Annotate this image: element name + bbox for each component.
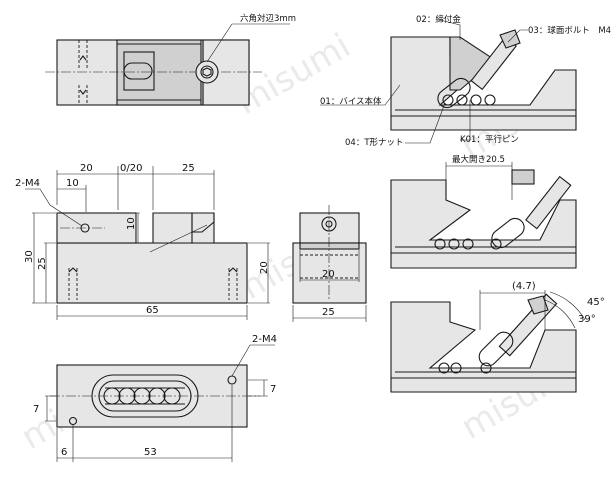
dim-25: 25 <box>182 163 195 174</box>
top-view <box>45 39 262 106</box>
bottom-dim-7-right: 7 <box>270 384 276 395</box>
part-04-label: 04：T形ナット <box>345 138 404 148</box>
bottom-dim-53: 53 <box>144 447 157 458</box>
dim-4-7: (4.7) <box>512 281 536 292</box>
m4-side-label: 2-M4 <box>15 178 40 189</box>
bottom-dim-7-left: 7 <box>33 404 39 415</box>
bottom-dim-6: 6 <box>61 447 67 458</box>
dim-25-vertical: 25 <box>37 257 48 270</box>
dim-20: 20 <box>80 163 93 174</box>
angle-45: 45° <box>587 297 605 308</box>
section-view-open <box>390 169 577 269</box>
max-opening-label: 最大開き20.5 <box>452 154 505 165</box>
end-view <box>292 205 367 304</box>
dim-0-20: 0/20 <box>120 163 142 174</box>
m4-bottom-label: 2-M4 <box>252 334 277 345</box>
part-01-label: 01：バイス本体 <box>320 96 382 107</box>
part-03-label: 03：球面ボルト M4 <box>528 25 611 36</box>
dim-65: 65 <box>146 305 159 316</box>
dim-30: 30 <box>24 250 35 263</box>
front-view <box>56 212 248 304</box>
angle-39: 39° <box>578 314 596 325</box>
section-view-closed <box>390 29 577 131</box>
end-dim-25: 25 <box>322 307 335 318</box>
dim-10: 10 <box>66 178 79 189</box>
part-k01-label: K01：平行ピン <box>460 134 519 145</box>
hex-key-label: 六角対辺3mm <box>240 13 296 24</box>
bottom-view <box>50 364 260 428</box>
section-view-angled <box>390 293 577 393</box>
dim-10-vertical: 10 <box>126 217 137 230</box>
part-02-label: 02：締付金 <box>416 14 461 25</box>
end-dim-20: 20 <box>322 269 335 280</box>
dim-20-vertical: 20 <box>259 261 270 274</box>
